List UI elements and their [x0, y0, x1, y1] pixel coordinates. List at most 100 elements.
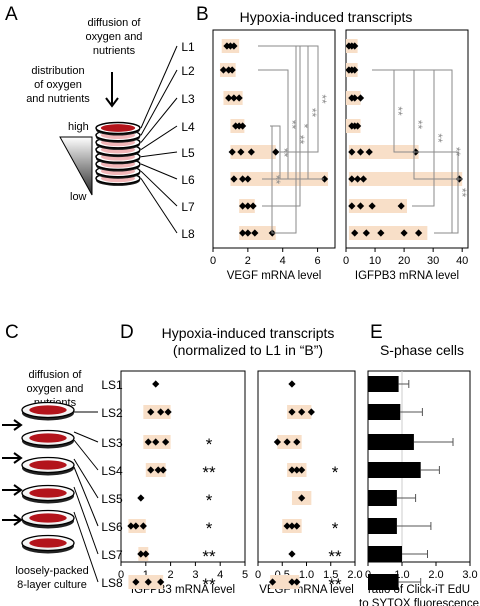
ls-row-label: LS6 [101, 520, 123, 534]
significance-mark: ** [202, 463, 216, 482]
data-point [362, 229, 370, 237]
x-tick-label: 5 [242, 569, 248, 581]
ls-row-label: LS7 [101, 548, 123, 562]
data-point [288, 522, 296, 530]
data-point [237, 148, 245, 156]
a-layer-label: L1 [181, 40, 195, 54]
x-tick-label: 2.0 [347, 569, 362, 581]
range-band [348, 145, 419, 159]
data-point [144, 438, 152, 446]
c-layer-content [29, 513, 67, 523]
bar [368, 434, 414, 450]
data-point [239, 202, 247, 210]
data-point [249, 202, 257, 210]
c-footer-line-2: 8-layer culture [17, 579, 87, 591]
data-point [154, 466, 162, 474]
data-point [288, 380, 296, 388]
panel-a: diffusion of oxygen and nutrients distri… [26, 17, 195, 241]
data-point [356, 94, 365, 102]
significance-mark: ** [202, 575, 216, 594]
data-point [239, 175, 247, 183]
c-layer-leader [73, 486, 99, 555]
significance-mark: * [206, 435, 213, 454]
significance-mark: ** [328, 575, 342, 594]
significance-label: ** [431, 133, 445, 143]
panel-letter-e: E [370, 322, 383, 343]
c-layer-leader [73, 458, 99, 499]
data-point [132, 522, 140, 530]
range-band [348, 199, 407, 213]
c-layer-content [29, 433, 67, 443]
data-point [228, 148, 236, 156]
x-tick-label: 3.0 [462, 569, 477, 581]
significance-mark: ** [328, 547, 342, 566]
bar [368, 574, 399, 590]
a-layer-label: L3 [181, 92, 195, 106]
x-tick-label: 4 [217, 569, 223, 581]
x-tick-label: 40 [456, 255, 468, 267]
data-point [356, 202, 365, 210]
data-point [354, 175, 362, 183]
a-layer-label: L4 [181, 120, 195, 134]
a-layer-leader [140, 178, 178, 234]
a-layer-leader [140, 45, 178, 129]
data-point [288, 466, 296, 474]
ls-row-label: LS8 [101, 576, 123, 590]
significance-bracket [258, 45, 297, 234]
data-point [230, 42, 238, 50]
x-axis-label: to SYTOX fluorescence [359, 598, 479, 606]
significance-label: ** [277, 148, 291, 158]
c-footer-line-1: loosely-packed [15, 565, 88, 577]
bar [368, 376, 399, 392]
data-point [132, 578, 140, 586]
data-point [377, 229, 385, 237]
data-point [225, 94, 233, 102]
a-gradient-wedge [59, 136, 93, 196]
ls-row-label: LS2 [101, 406, 123, 420]
c-layer-leader [73, 431, 99, 443]
chart-d-igfpb3: 012345IGFPB3 mRNA level********* [118, 370, 248, 596]
x-axis-label: IGFPB3 mRNA level [355, 270, 459, 282]
a-diffusion-line-1: diffusion of [87, 17, 141, 29]
data-point [293, 578, 301, 586]
significance-label: ** [305, 108, 319, 118]
a-distribution-line-1: distribution [31, 65, 84, 77]
significance-mark: ** [202, 547, 216, 566]
data-point [359, 175, 368, 183]
c-diffusion-line-1: diffusion of [28, 369, 82, 381]
a-layer-leader [140, 69, 178, 136]
x-tick-label: 0 [210, 255, 216, 267]
x-tick-label: 3 [192, 569, 198, 581]
data-point [230, 94, 238, 102]
a-diffusion-line-2: oxygen and [86, 31, 143, 43]
data-point [298, 408, 306, 416]
ls-row-label: LS1 [101, 378, 123, 392]
data-point [127, 522, 135, 530]
data-point [142, 550, 150, 558]
bar [368, 462, 421, 478]
range-band [348, 226, 428, 240]
data-point [351, 229, 359, 237]
a-layer-leader [140, 163, 178, 180]
a-arrow [105, 72, 119, 108]
significance-label: * [297, 124, 311, 129]
a-layer-leader [140, 97, 178, 143]
significance-label: ** [285, 120, 299, 130]
data-point [320, 175, 329, 183]
data-point [159, 466, 167, 474]
d-title: Hypoxia-induced transcripts [162, 325, 335, 341]
c-layer-leader [73, 466, 99, 527]
data-point [293, 438, 301, 446]
bar [368, 404, 401, 420]
data-point [239, 122, 247, 130]
x-tick-label: 2 [168, 569, 174, 581]
a-high-label: high [68, 121, 89, 133]
c-arrow [2, 419, 23, 431]
c-layer-content [29, 488, 67, 498]
significance-bracket [258, 69, 289, 180]
data-point [348, 202, 356, 210]
range-band [143, 405, 171, 419]
c-layer-leader [73, 511, 99, 583]
d-subtitle: (normalized to L1 in “B”) [173, 342, 323, 358]
